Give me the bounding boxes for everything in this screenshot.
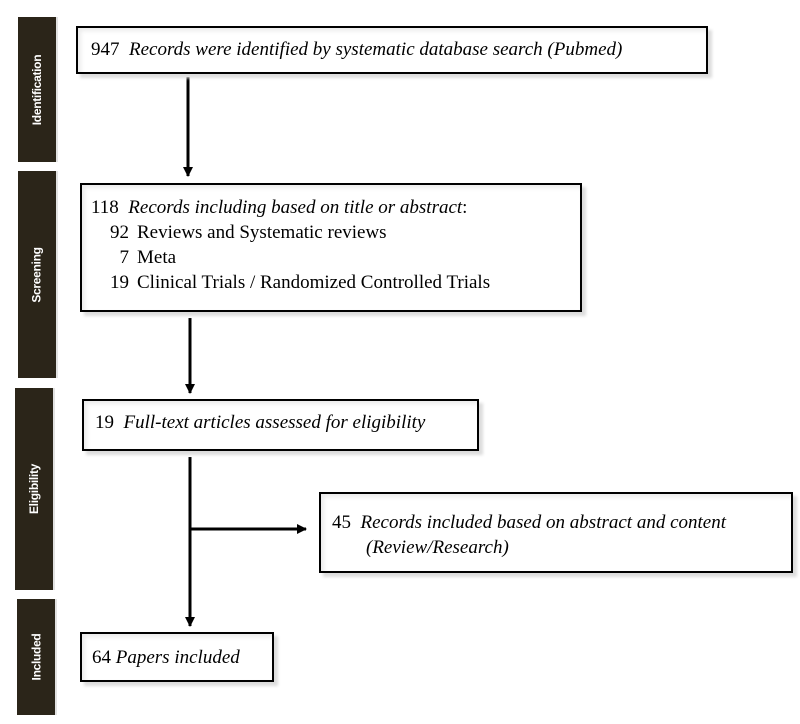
- screened-item: 19 Clinical Trials / Randomized Controll…: [91, 270, 580, 295]
- stage-screening: Screening: [18, 171, 56, 378]
- included-text: Papers included: [115, 647, 240, 668]
- box-eligibility: 19 Full-text articles assessed for eligi…: [82, 399, 479, 451]
- eligibility-count: 19: [95, 412, 114, 433]
- additional-text: Records included based on abstract and c…: [360, 512, 727, 533]
- screened-item: 92 Reviews and Systematic reviews: [91, 220, 580, 245]
- box-additional: 45 Records included based on abstract an…: [319, 492, 793, 573]
- eligibility-text: Full-text articles assessed for eligibil…: [123, 412, 426, 433]
- box-identified: 947 Records were identified by systemati…: [76, 26, 708, 74]
- identified-source: Pubmed: [553, 39, 617, 60]
- stage-included: Included: [17, 599, 55, 715]
- screened-item: 7 Meta: [91, 245, 580, 270]
- box-screened: 118 Records including based on title or …: [80, 183, 582, 312]
- additional-count: 45: [332, 512, 351, 533]
- item-label: Reviews and Systematic reviews: [137, 222, 387, 243]
- included-count: 64: [92, 647, 111, 668]
- screened-count: 118: [91, 197, 119, 218]
- stage-identification: Identification: [18, 17, 56, 162]
- item-label: Clinical Trials / Randomized Controlled …: [137, 272, 491, 293]
- item-label: Meta: [137, 247, 177, 268]
- identified-close: ): [616, 39, 623, 60]
- stage-eligibility: Eligibility: [15, 388, 53, 590]
- item-count: 7: [119, 247, 130, 268]
- identified-count: 947: [91, 39, 120, 60]
- screened-text: Records including based on title or abst…: [128, 197, 463, 218]
- item-count: 92: [110, 222, 129, 243]
- box-included: 64 Papers included: [80, 632, 274, 682]
- identified-text: Records were identified by systematic da…: [129, 39, 554, 60]
- additional-text-2: (Review/Research): [366, 537, 509, 558]
- screened-suffix: :: [462, 197, 468, 218]
- item-count: 19: [110, 272, 129, 293]
